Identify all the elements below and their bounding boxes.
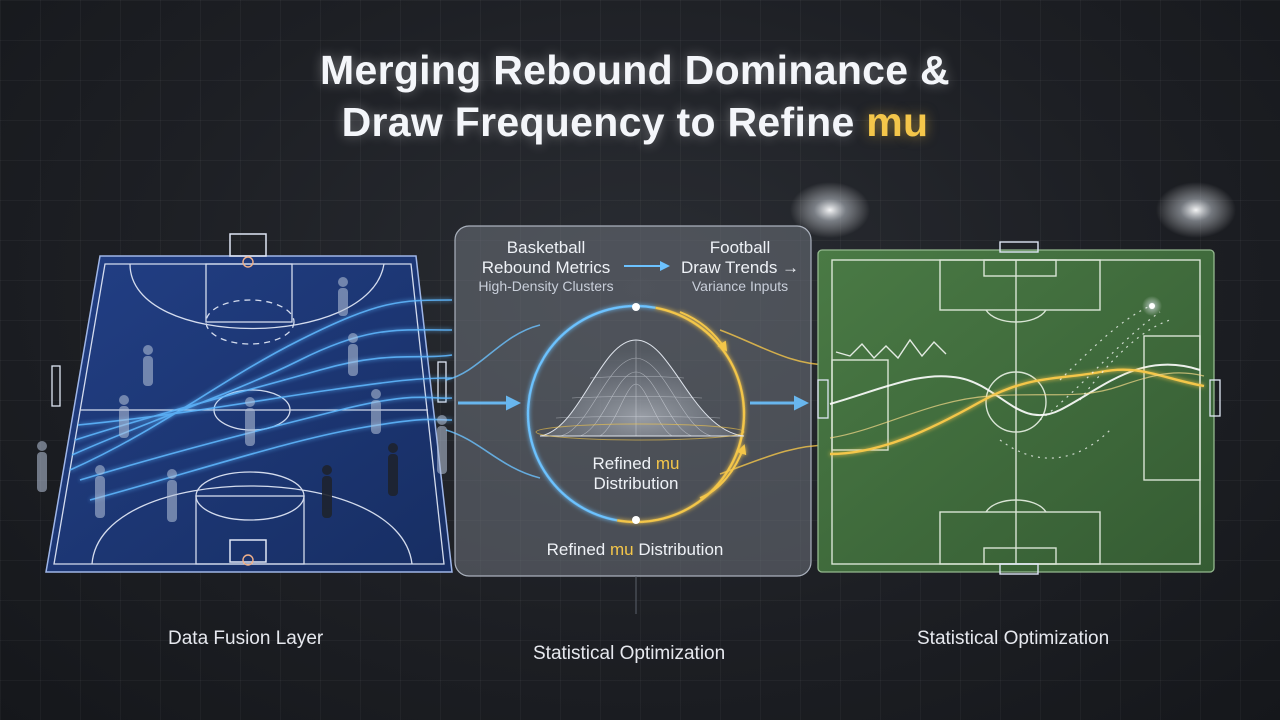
inner-label-prefix: Refined — [592, 454, 656, 473]
football-metric: Draw Trends → — [680, 258, 800, 277]
football-block: Football Draw Trends → Variance Inputs — [676, 238, 804, 294]
football-pitch — [817, 241, 1221, 575]
spotlight-left — [790, 182, 870, 238]
player-silhouettes — [37, 277, 447, 522]
title-line-2: Draw Frequency to Refine mu — [0, 96, 1270, 148]
football-sub: Variance Inputs — [691, 278, 789, 294]
inner-label-line2: Distribution — [593, 474, 679, 493]
spotlight-right — [1156, 182, 1236, 238]
basketball-court — [37, 233, 453, 573]
basketball-block: Basketball Rebound Metrics High-Density … — [466, 238, 626, 294]
title-accent-mu: mu — [866, 99, 929, 145]
caption-center: Statistical Optimization — [533, 643, 726, 664]
inner-distribution-label: Refined mu Distribution — [566, 454, 706, 494]
bottom-label-suffix: Distribution — [633, 540, 724, 559]
bottom-label-accent: mu — [609, 540, 634, 559]
caption-right: Statistical Optimization — [917, 628, 1110, 649]
basketball-label: Basketball — [506, 238, 586, 257]
inner-label-accent: mu — [655, 454, 680, 473]
football-label: Football — [709, 238, 771, 257]
basketball-sub: High-Density Clusters — [478, 278, 614, 294]
title-line-2-text: Draw Frequency to Refine — [341, 99, 867, 145]
basketball-metric: Rebound Metrics — [481, 258, 611, 277]
caption-left: Data Fusion Layer — [168, 628, 324, 649]
bottom-label-prefix: Refined — [546, 540, 610, 559]
center-fusion-panel — [445, 225, 831, 577]
page-title: Merging Rebound Dominance & Draw Frequen… — [0, 44, 1270, 148]
title-line-1: Merging Rebound Dominance & — [320, 47, 950, 93]
bottom-distribution-label: Refined mu Distribution — [520, 540, 750, 560]
